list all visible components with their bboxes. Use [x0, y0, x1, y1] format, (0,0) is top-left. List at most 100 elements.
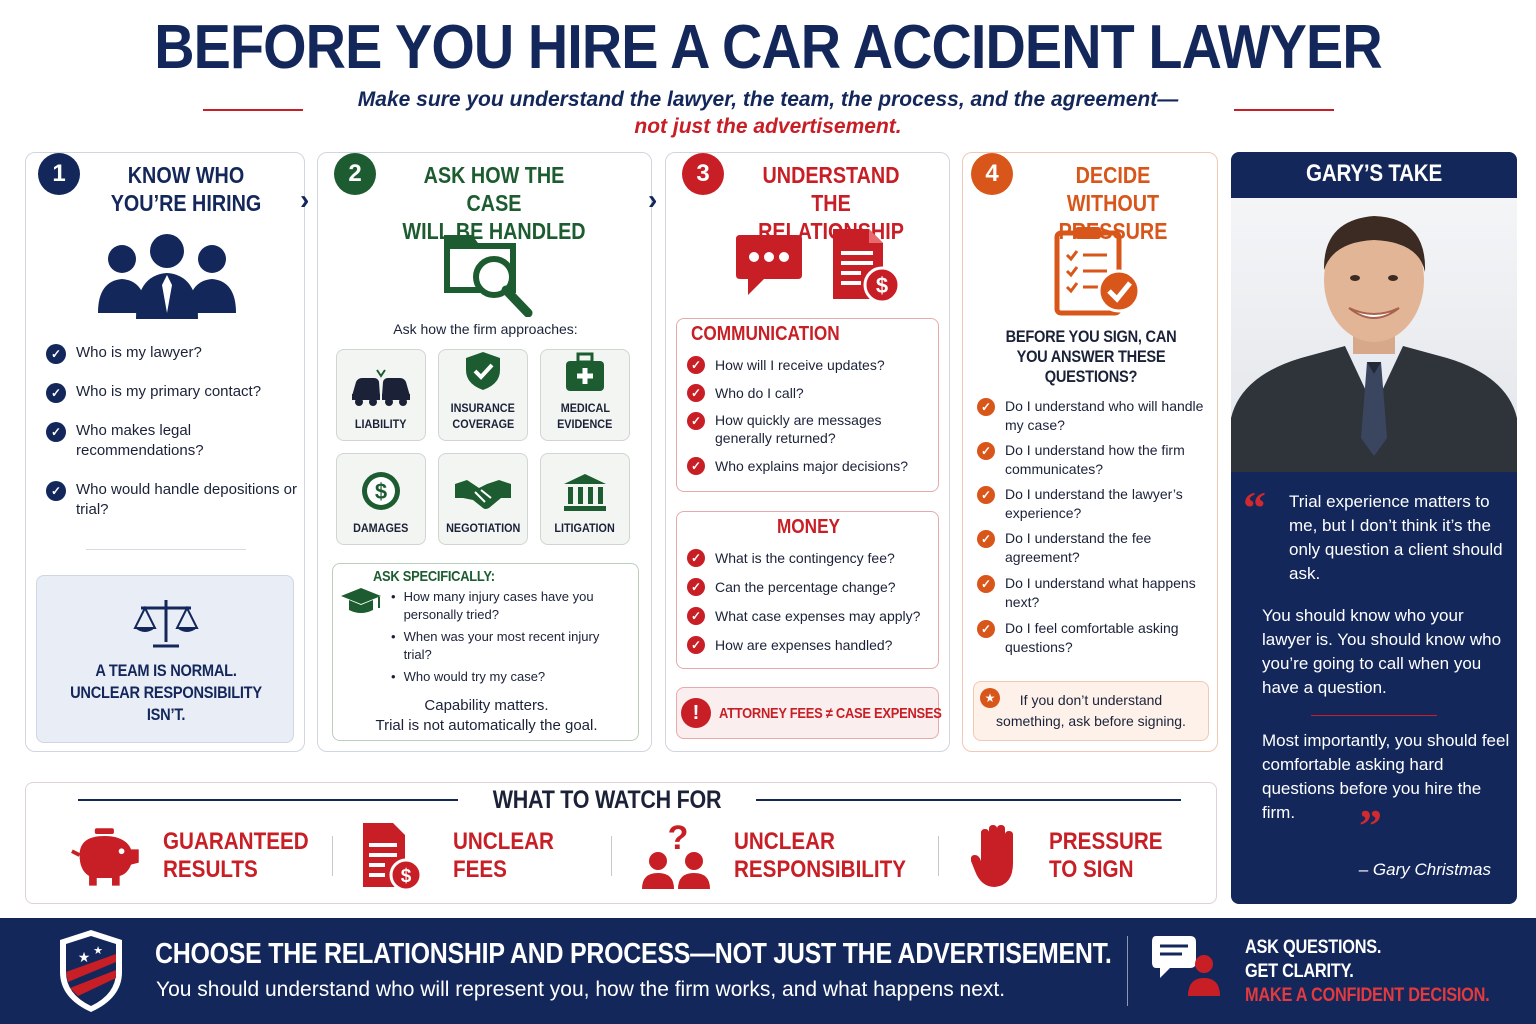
question-text: What case expenses may apply?	[715, 608, 921, 624]
separator	[938, 836, 939, 876]
watch-label-line: FEES	[453, 856, 507, 883]
question-text: What is the contingency fee?	[715, 550, 895, 566]
tile-label: MEDICAL	[560, 401, 610, 415]
svg-text:★: ★	[78, 950, 91, 966]
clipboard-check-icon	[1054, 227, 1141, 316]
graduation-cap-icon	[341, 588, 381, 613]
alert-icon: !	[681, 698, 711, 728]
list-item: ✓Who makes legal recommendations?	[46, 421, 301, 480]
question-line: QUESTIONS?	[1044, 367, 1138, 386]
list-item: ✓Can the percentage change?	[687, 577, 932, 606]
tile-negotiation: NEGOTIATION	[438, 453, 528, 545]
ask-text: How many injury cases have you personall…	[403, 589, 594, 622]
step-1-card: 1 KNOW WHO YOU’RE HIRING ✓Who is my lawy…	[25, 152, 305, 752]
sign-tip: ★ If you don’t understand something, ask…	[973, 681, 1209, 741]
quote-paragraph-2: You should know who your lawyer is. You …	[1262, 606, 1502, 697]
list-item: ✓Do I understand who will handle my case…	[977, 397, 1207, 441]
sign-question: BEFORE YOU SIGN, CAN YOU ANSWER THESE QU…	[981, 327, 1201, 387]
check-icon: ✓	[687, 549, 705, 567]
question-text: Who explains major decisions?	[715, 458, 908, 474]
cta-line: MAKE A CONFIDENT DECISION.	[1245, 985, 1490, 1006]
list-item: ✓Do I understand the lawyer’s experience…	[977, 485, 1207, 529]
note-line: Capability matters.	[424, 697, 549, 714]
list-item: ✓ Do I feel comfortable asking questions?	[977, 619, 1207, 657]
check-icon: ✓	[687, 457, 705, 475]
signature: – Gary Christmas	[1358, 860, 1491, 879]
conversation-icon	[1152, 936, 1220, 996]
dollar-coin-icon: $	[362, 472, 400, 510]
question-text: Do I feel comfortable asking questions?	[1005, 620, 1179, 655]
cta-line: ASK QUESTIONS.	[1245, 937, 1382, 958]
tip-line: If you don’t understand	[1019, 692, 1163, 708]
question-text: Can the percentage change?	[715, 579, 896, 595]
team-note: A TEAM IS NORMAL. UNCLEAR RESPONSIBILITY…	[55, 660, 277, 726]
question-text: Do I understand how the firm communicate…	[1005, 442, 1185, 477]
svg-text:★: ★	[93, 944, 103, 957]
check-icon: ✓	[977, 530, 995, 548]
footer-cta: ASK QUESTIONS. GET CLARITY. MAKE A CONFI…	[1245, 936, 1490, 1008]
scales-icon	[133, 600, 199, 648]
bullet: •	[391, 629, 396, 644]
tile-label: DAMAGES	[353, 521, 409, 535]
check-icon: ✓	[977, 620, 995, 638]
team-note-box: A TEAM IS NORMAL. UNCLEAR RESPONSIBILITY…	[36, 575, 294, 743]
chevron-right-icon: ›	[648, 184, 658, 215]
check-icon: ✓	[687, 636, 705, 654]
ask-text: When was your most recent injury trial?	[403, 629, 600, 662]
alert-text: ATTORNEY FEES ≠ CASE EXPENSES	[719, 704, 942, 722]
communication-section: COMMUNICATION ✓How will I receive update…	[676, 318, 939, 492]
question-line: BEFORE YOU SIGN, CAN	[1005, 327, 1177, 346]
fees-alert: ! ATTORNEY FEES ≠ CASE EXPENSES	[676, 687, 942, 739]
folder-search-icon	[444, 235, 533, 317]
approach-tiles: LIABILITY INSURANCE COVERAGE MEDICAL EVI…	[336, 349, 630, 545]
question-text: Do I understand the fee agreement?	[1005, 530, 1152, 565]
step-title-line: DECIDE WITHOUT	[1066, 162, 1160, 216]
svg-text:$: $	[401, 866, 412, 887]
step-2-card: 2 ASK HOW THE CASE WILL BE HANDLED Ask h…	[317, 152, 652, 752]
step-title: KNOW WHO YOU’RE HIRING	[100, 161, 272, 217]
stop-hand-icon	[971, 825, 1013, 887]
shield-flag-icon: ★ ★	[60, 930, 122, 1012]
money-section: MONEY ✓What is the contingency fee? ✓Can…	[676, 511, 939, 669]
shield-check-icon	[466, 352, 500, 390]
step-3-card: 3 UNDERSTAND THE RELATIONSHIP $ COMMUNIC…	[665, 152, 950, 752]
question-text: Who is my lawyer?	[76, 344, 202, 361]
check-icon: ✓	[977, 442, 995, 460]
check-icon: ✓	[977, 398, 995, 416]
step-number: 3	[682, 153, 724, 195]
sign-checklist: ✓Do I understand who will handle my case…	[977, 397, 1207, 657]
bullet: •	[391, 589, 396, 604]
list-item: ✓Who is my primary contact?	[46, 382, 301, 421]
medical-kit-icon	[566, 352, 604, 391]
footer-body: You should understand who will represent…	[156, 978, 1006, 1001]
list-item: ✓Who would handle depositions or trial?	[46, 480, 301, 520]
svg-text:$: $	[375, 479, 387, 504]
section-title: MONEY	[776, 516, 841, 538]
quote-paragraph-3: Most importantly, you should feel comfor…	[1262, 731, 1510, 822]
list-item: ✓How will I receive updates?	[687, 355, 932, 383]
list-item: ✓What case expenses may apply?	[687, 606, 932, 635]
separator	[1127, 936, 1128, 1006]
fee-document-icon: $	[833, 229, 901, 303]
ask-text: Who would try my case?	[403, 669, 546, 684]
step-title-line: KNOW WHO	[127, 162, 245, 188]
question-text: Who do I call?	[715, 385, 804, 401]
note-line: UNCLEAR RESPONSIBILITY ISN’T.	[70, 683, 262, 724]
chat-bubble-icon	[736, 235, 802, 295]
watch-title: WHAT TO WATCH FOR	[492, 786, 722, 814]
handshake-icon	[455, 480, 511, 509]
svg-text:?: ?	[668, 821, 689, 857]
tile-medical-evidence: MEDICAL EVIDENCE	[540, 349, 630, 441]
step-4-card: 4 DECIDE WITHOUT PRESSURE BEFORE YOU SIG…	[962, 152, 1218, 752]
team-icon	[98, 234, 236, 319]
garys-take-panel: GARY’S TAKE “ Trial experience matters t…	[1231, 152, 1517, 904]
question-text: Do I understand the lawyer’s experience?	[1005, 486, 1183, 521]
tile-label: INSURANCE	[450, 401, 516, 415]
